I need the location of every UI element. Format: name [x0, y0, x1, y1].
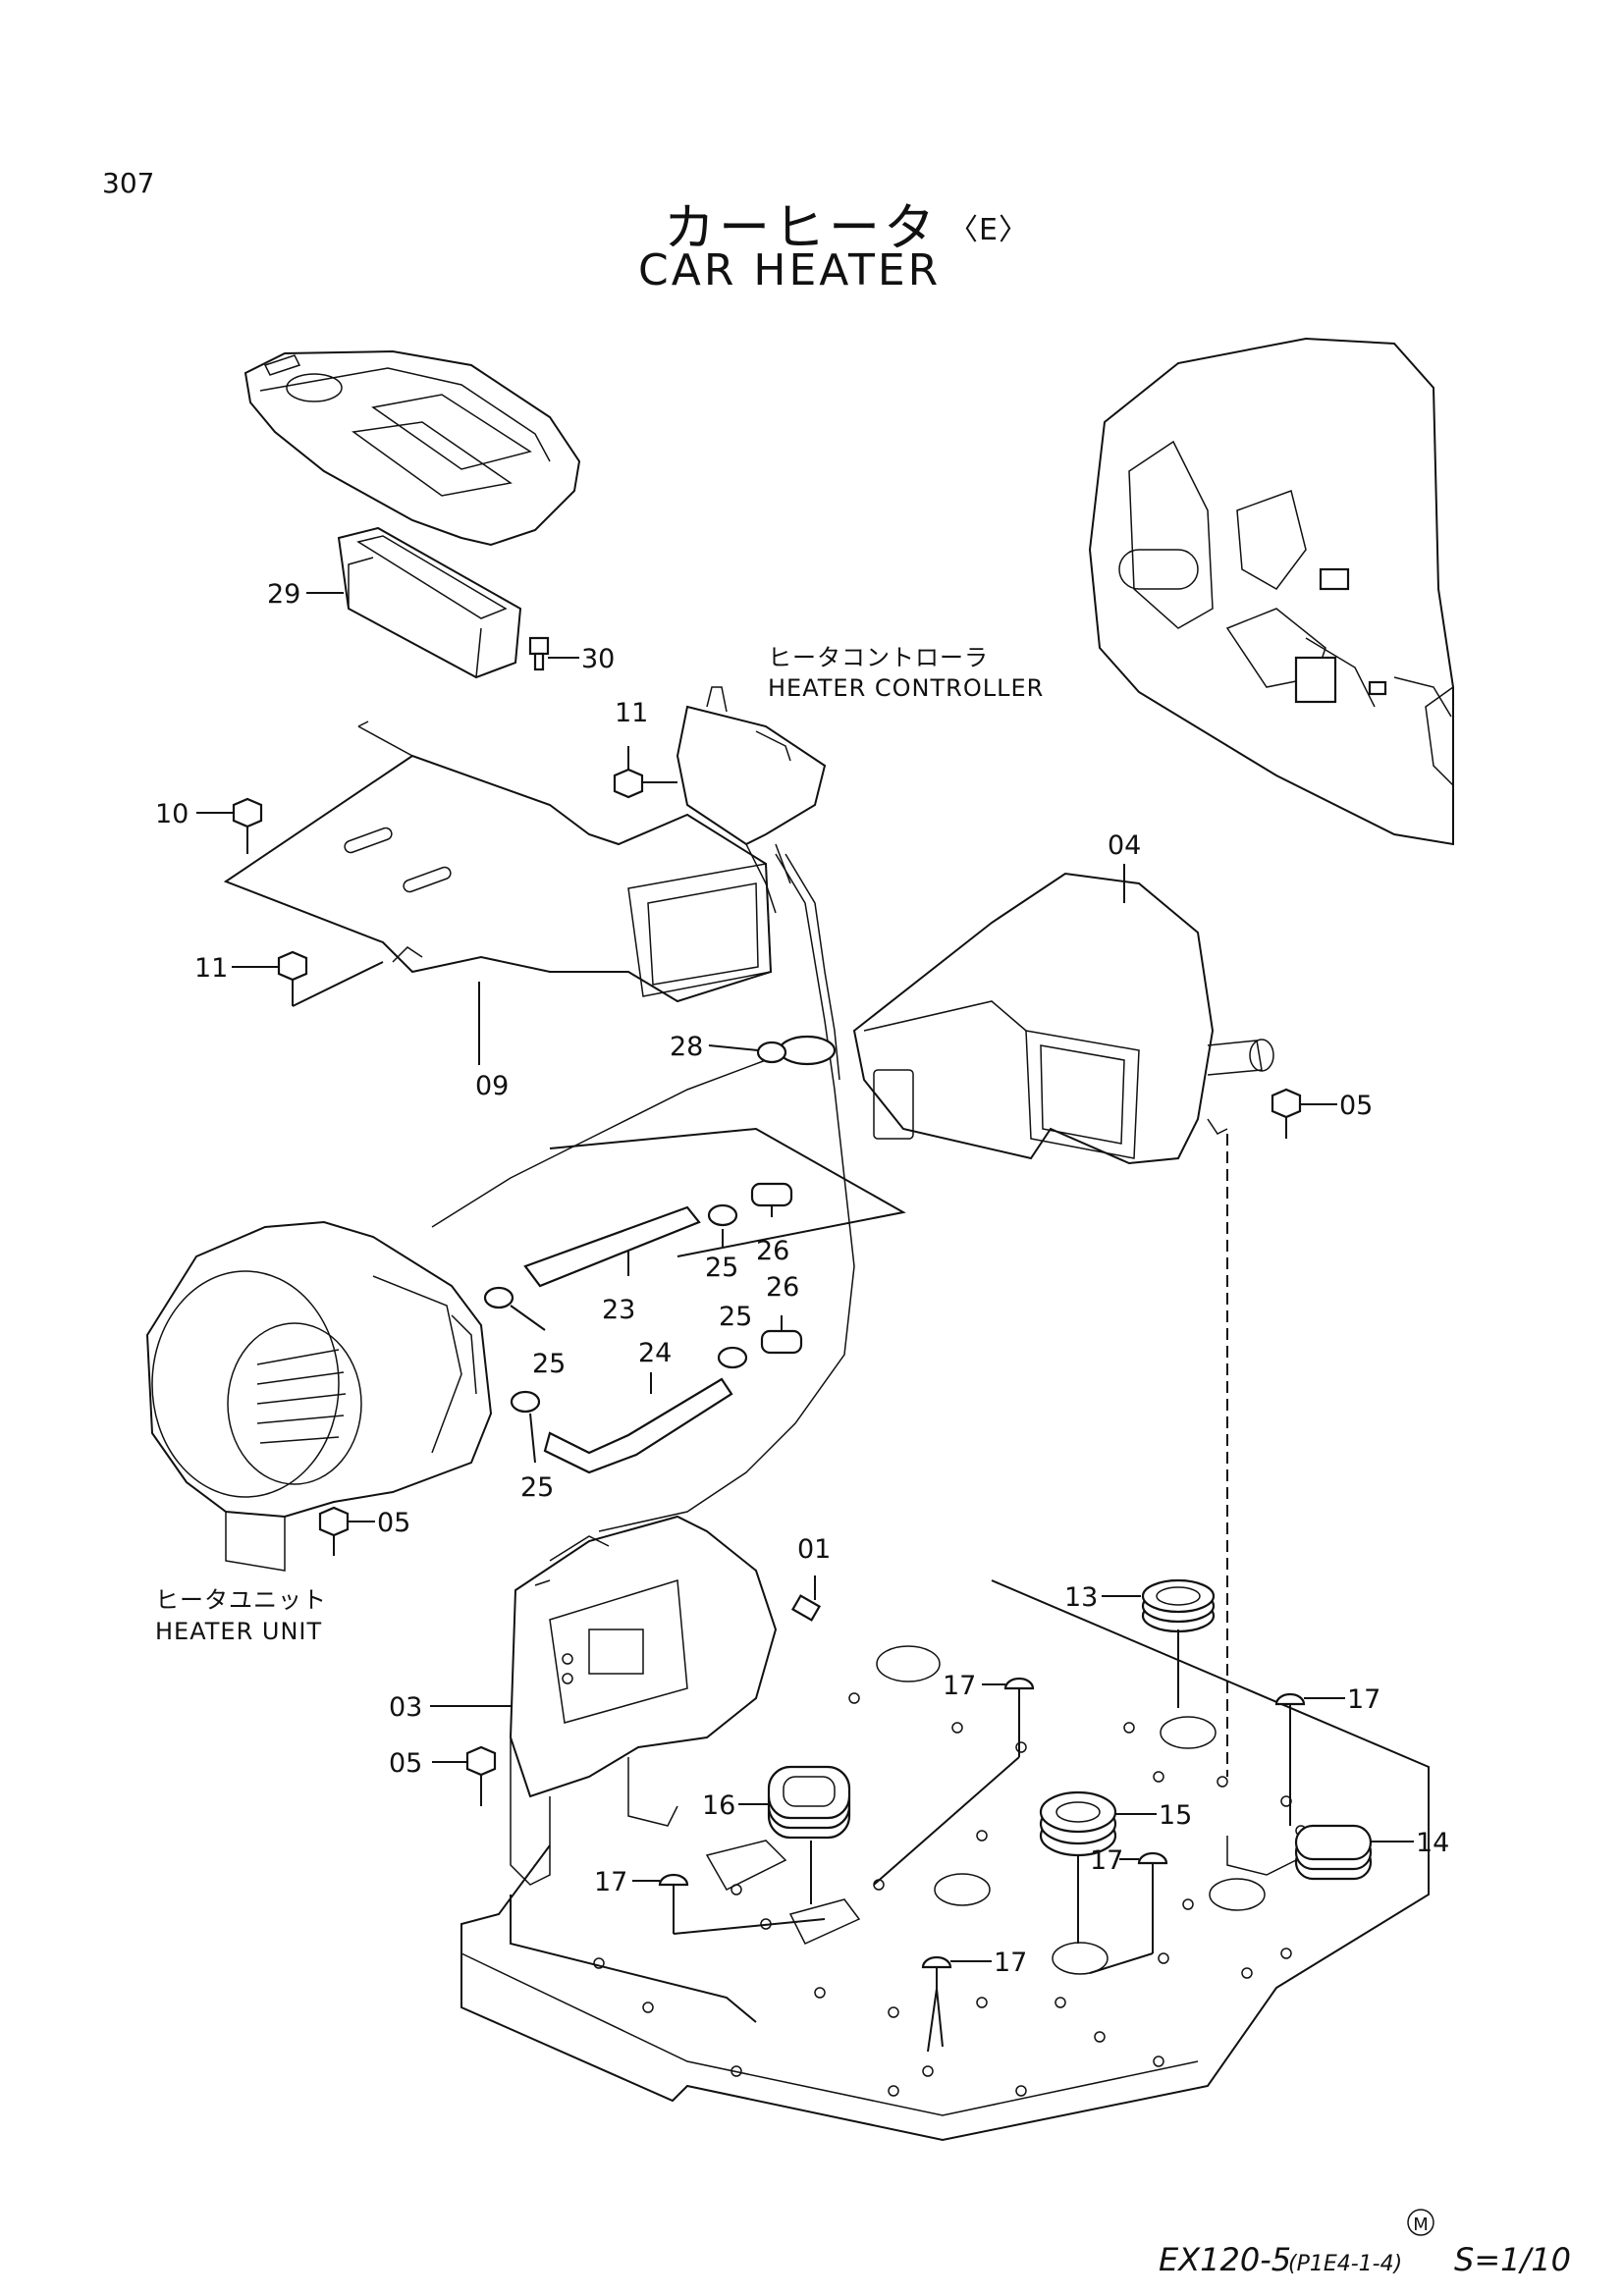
clamp-25-bottom: 25 [510, 1390, 554, 1503]
footer-ref: (P1E4-1-4) [1288, 2252, 1402, 2276]
clip-28: 28 [670, 1032, 837, 1066]
bolt-11-duct: 11 [194, 950, 384, 1007]
label-17-c: 17 [594, 1867, 627, 1897]
controller-caption-en: HEATER CONTROLLER [768, 674, 1044, 702]
hose-23 [523, 1205, 701, 1288]
label-05-right: 05 [1339, 1091, 1373, 1121]
cover-03 [509, 1515, 778, 1886]
label-25-left: 25 [532, 1349, 566, 1379]
screw-30: 30 [528, 636, 615, 674]
label-09: 09 [475, 1071, 509, 1101]
hose-group-outline [549, 1127, 906, 1257]
clamp-25-left: 25 [483, 1286, 566, 1379]
grommet-15: 15 [1039, 1790, 1192, 1944]
label-29: 29 [267, 579, 300, 610]
label-25-top: 25 [705, 1253, 738, 1283]
label-17-e: 17 [994, 1948, 1027, 1978]
bolt-05-bottom: 05 [389, 1745, 497, 1806]
hose-24 [543, 1377, 733, 1474]
title-jp-suffix: 〈E〉 [948, 213, 1029, 247]
label-10: 10 [155, 799, 189, 829]
label-28: 28 [670, 1032, 703, 1062]
duct-09 [223, 721, 773, 1003]
pin-17-c: 17 [594, 1867, 826, 1935]
plate-mounting-holes [593, 1692, 1307, 2097]
label-15: 15 [1159, 1800, 1192, 1831]
label-17-d: 17 [1090, 1845, 1123, 1876]
heater-unit-caption-en: HEATER UNIT [155, 1618, 322, 1645]
label-25-bottom: 25 [520, 1472, 554, 1503]
callout-09: 09 [475, 982, 509, 1101]
title-english: CAR HEATER [638, 245, 942, 295]
clamp-25-top: 25 [705, 1203, 738, 1283]
fitting-26-top: 26 [750, 1182, 793, 1266]
bolt-05-left: 05 [318, 1506, 410, 1556]
label-05-bottom: 05 [389, 1748, 422, 1779]
bolt-11-controller: 11 [613, 698, 677, 799]
storage-box [337, 526, 522, 679]
label-23: 23 [602, 1295, 635, 1325]
label-26-top: 26 [756, 1236, 789, 1266]
label-13: 13 [1064, 1582, 1098, 1613]
floor-plate [460, 1579, 1430, 2142]
label-30: 30 [581, 644, 615, 674]
title-jp-text: カーヒータ [664, 199, 940, 258]
label-03: 03 [389, 1692, 422, 1723]
clamp-25-mid: 25 [717, 1302, 752, 1369]
label-14: 14 [1416, 1828, 1449, 1858]
label-26-mid: 26 [766, 1272, 799, 1303]
duct-04 [852, 872, 1274, 1165]
callout-23: 23 [602, 1252, 635, 1325]
title-japanese: カーヒータ〈E〉 [664, 187, 1029, 260]
label-16: 16 [702, 1790, 735, 1821]
pin-17-e: 17 [921, 1948, 1027, 2053]
pin-17-b: 17 [1274, 1684, 1380, 1826]
controller-caption-jp: ヒータコントローラ [768, 644, 989, 671]
footer-mark: M [1413, 2215, 1429, 2235]
footer-model: EX120-5 [1159, 2241, 1291, 2278]
callout-24: 24 [638, 1338, 672, 1394]
callout-29: 29 [267, 579, 344, 610]
grommet-16: 16 [702, 1765, 851, 1904]
grommet-14: 14 [1226, 1824, 1449, 1881]
label-11-controller: 11 [615, 698, 648, 728]
heater-unit-caption-jp: ヒータユニット [155, 1586, 327, 1614]
page-number: 307 [102, 167, 155, 199]
label-11-duct: 11 [194, 953, 228, 984]
pin-17-a: 17 [873, 1671, 1035, 1886]
label-05-left: 05 [377, 1508, 410, 1538]
bolt-10: 10 [155, 797, 263, 854]
bolt-05-right: 05 [1271, 1088, 1373, 1139]
label-24: 24 [638, 1338, 672, 1368]
footer-scale: S=1/10 [1454, 2241, 1571, 2278]
label-17-b: 17 [1347, 1684, 1380, 1715]
fitting-26-mid: 26 [760, 1272, 803, 1355]
callout-04: 04 [1108, 830, 1141, 903]
label-01: 01 [797, 1534, 831, 1565]
label-25-mid: 25 [719, 1302, 752, 1332]
callout-03: 03 [389, 1692, 513, 1723]
pin-17-d: 17 [1089, 1845, 1168, 1974]
bolt-01: 01 [790, 1534, 831, 1622]
heater-unit [145, 1220, 493, 1572]
label-17-a: 17 [943, 1671, 976, 1701]
label-04: 04 [1108, 830, 1141, 861]
cab-view [1088, 337, 1454, 846]
heater-controller [676, 686, 827, 914]
grommet-13: 13 [1064, 1578, 1216, 1708]
footer: M EX120-5 (P1E4-1-4) S=1/10 [1159, 2209, 1571, 2278]
floor-left-bracket [510, 1895, 757, 2023]
console-cover [243, 349, 581, 547]
